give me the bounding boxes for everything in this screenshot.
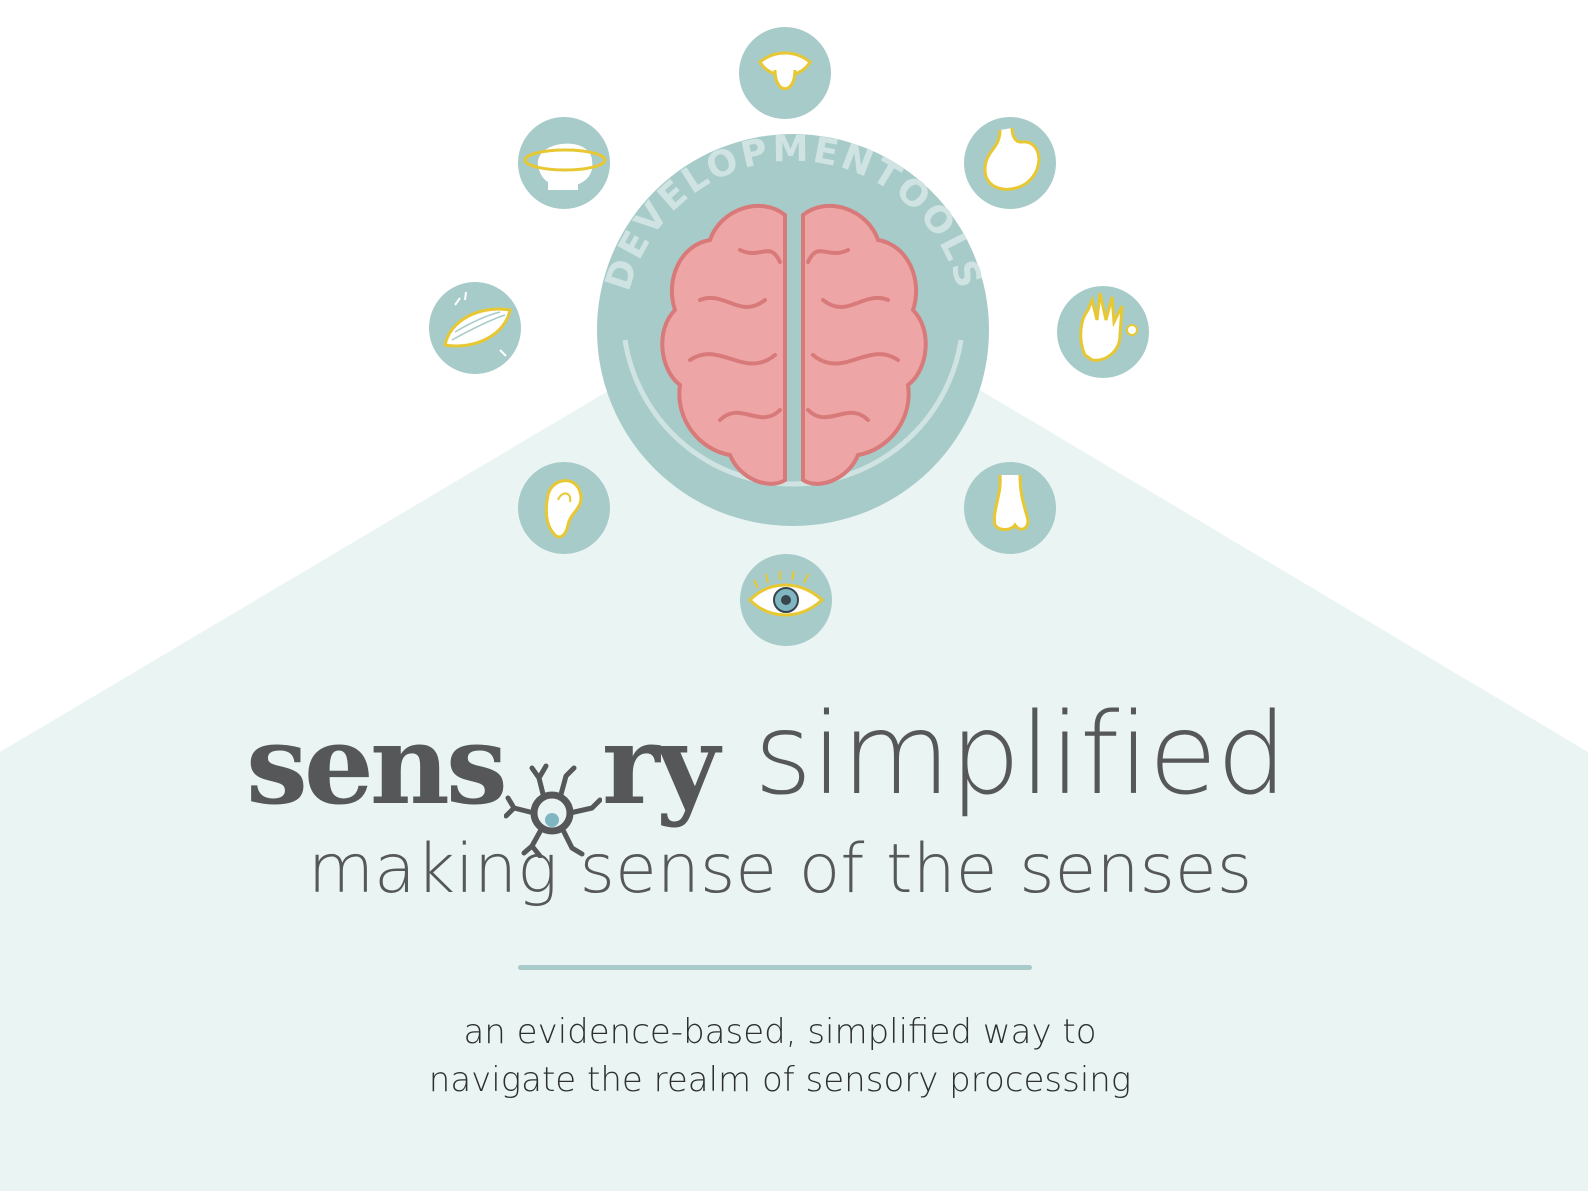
interoception-stomach-icon [964,117,1056,209]
vestibular-head-icon [518,117,610,209]
neuron-icon [503,744,603,859]
title-sensory: sens ry [246,700,720,859]
vision-eye-icon [740,554,832,646]
divider [518,965,1032,970]
description: an evidence-based, simplified way to nav… [0,1008,1560,1104]
description-line-1: an evidence-based, simplified way to [463,1012,1097,1052]
touch-hand-icon [1057,286,1149,378]
title: sens ry simplified [0,690,1588,859]
title-simplified: simplified [754,690,1287,820]
tagline: making sense of the senses [307,830,1253,909]
brain-logo-group: DEVELOPMENTOOLS [429,27,1149,646]
description-line-2: navigate the realm of sensory processing [428,1060,1132,1100]
title-sensory-end: ry [601,700,720,829]
taste-icon [739,27,831,119]
title-sensory-start: sens [246,700,508,829]
smell-nose-icon [964,462,1056,554]
proprioception-muscle-icon [429,282,521,374]
hearing-ear-icon [518,462,610,554]
brain-icon [660,204,928,486]
